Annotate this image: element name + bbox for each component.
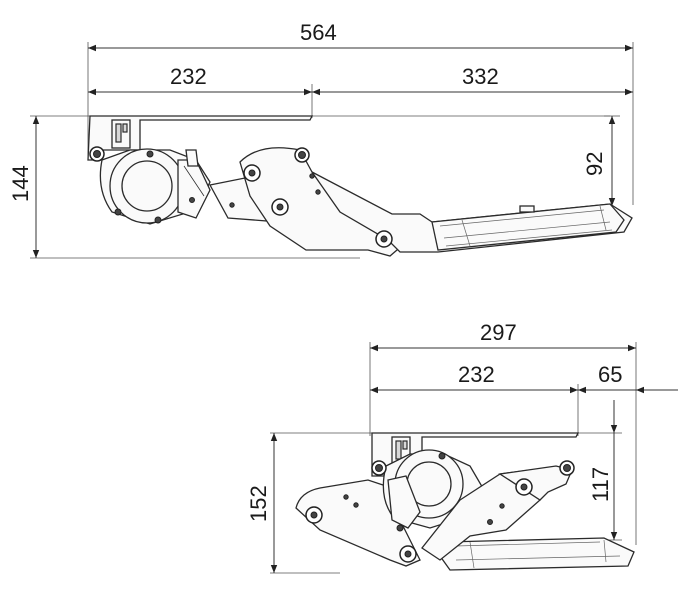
dim-label-332: 332 xyxy=(462,64,499,89)
dim-label-117: 117 xyxy=(588,467,613,502)
hinge-mechanism-folded-icon xyxy=(295,432,635,571)
dim-label-152: 152 xyxy=(246,485,271,522)
bolt-icon xyxy=(89,146,105,162)
dim-label-297: 297 xyxy=(480,320,517,345)
bolt-icon xyxy=(371,460,387,476)
dim-label-232-bottom: 232 xyxy=(458,362,495,387)
dim-label-564: 564 xyxy=(300,20,337,45)
bottom-view: 297 232 65 152 117 xyxy=(246,320,678,574)
bolt-icon xyxy=(515,478,533,496)
bolt-icon xyxy=(559,460,575,476)
bolt-icon xyxy=(271,198,289,216)
dim-label-65: 65 xyxy=(598,362,622,387)
dim-label-144: 144 xyxy=(8,165,33,202)
bolt-icon xyxy=(375,230,393,248)
bolt-icon xyxy=(243,164,261,182)
hinge-mechanism-extended-icon xyxy=(87,115,633,257)
bolt-icon xyxy=(294,147,310,163)
top-view: 564 232 332 144 92 xyxy=(8,20,634,259)
dim-label-232-top: 232 xyxy=(170,64,207,89)
bolt-icon xyxy=(399,545,417,563)
bolt-icon xyxy=(305,506,323,524)
dim-label-92: 92 xyxy=(582,152,607,176)
